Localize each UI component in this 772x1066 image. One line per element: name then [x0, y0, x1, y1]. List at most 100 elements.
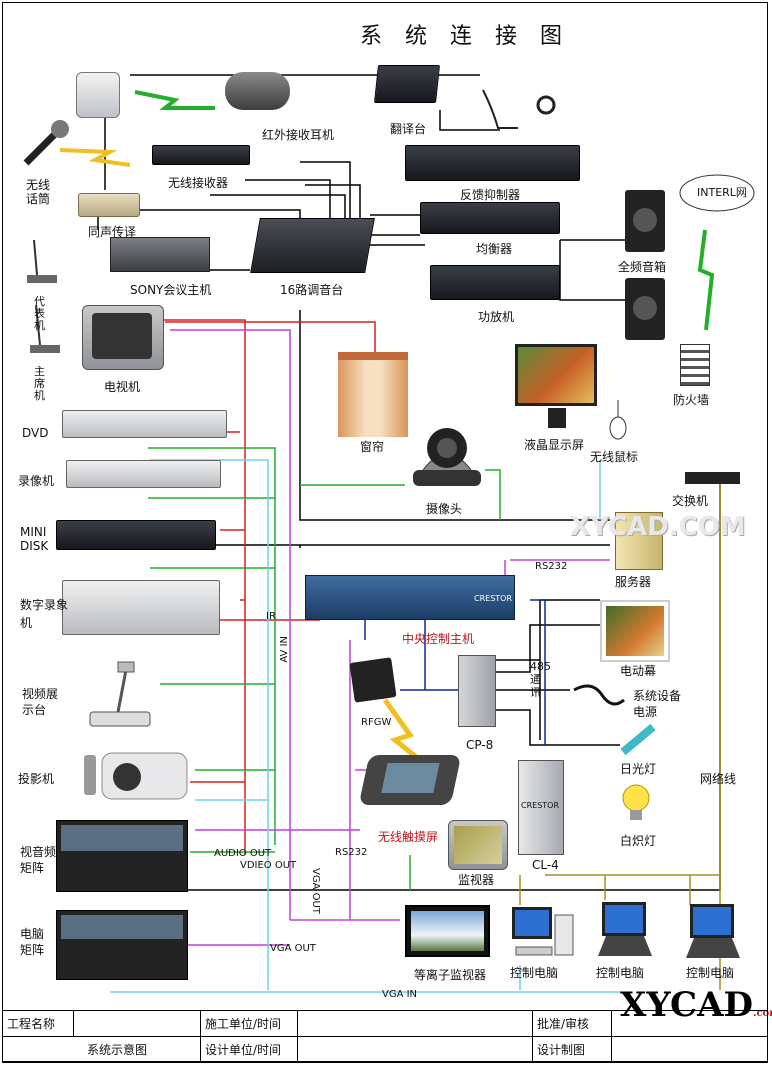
label-curtain: 窗帘 [360, 440, 385, 454]
simul-interp-device [78, 193, 140, 217]
tb-design-drawing: 设计制图 [532, 1036, 612, 1063]
label-system-power: 系统设备电源 [633, 689, 682, 719]
electric-screen-device [600, 600, 670, 662]
wire-label-audio-out: AUDIO OUT [214, 848, 272, 859]
label-tv: 电视机 [104, 380, 141, 394]
label-fluorescent: 日光灯 [620, 762, 657, 776]
wireless-receiver-device [152, 145, 250, 165]
wireless-bolt [134, 90, 215, 110]
rfgw-device [349, 657, 397, 703]
label-cl4: CL-4 [532, 858, 559, 872]
minidisk-device [56, 520, 216, 550]
wire-black [60, 544, 620, 746]
wireless-mic-icon [18, 118, 73, 168]
label-ctrl-pc-1: 控制电脑 [510, 966, 559, 980]
label-feedback-suppressor: 反馈抑制器 [460, 188, 521, 202]
wire-label-video-out: VDIEO OUT [240, 860, 297, 871]
wire-label-vga-out: VGA OUT [270, 943, 316, 954]
monitor-device [448, 820, 508, 870]
curtain-icon [338, 352, 408, 437]
wireless-bolt [382, 698, 422, 762]
wireless-bolt [59, 148, 131, 167]
label-interpreter: 翻译台 [390, 122, 427, 136]
cl4-device: CRESTOR [518, 760, 564, 855]
label-central-ctrl: 中央控制主机 [402, 632, 475, 646]
power-cable-icon [572, 680, 627, 710]
label-camera: 摄像头 [426, 502, 463, 516]
label-projector: 投影机 [18, 772, 55, 786]
camera-device [408, 418, 486, 490]
ir-earphone-device [225, 72, 290, 110]
amplifier-device [430, 265, 560, 300]
label-wireless-touch: 无线触摸屏 [378, 830, 439, 844]
internet-cloud-icon [678, 172, 756, 214]
projector-device [82, 745, 192, 805]
vcr-device [66, 460, 221, 488]
incandescent-lamp-icon [618, 782, 654, 824]
label-amplifier: 功放机 [478, 310, 515, 324]
lcd-stand [548, 408, 566, 428]
wire-green [148, 447, 501, 890]
label-equalizer: 均衡器 [476, 242, 513, 256]
label-internet: INTERL网 [697, 186, 747, 199]
tb-construction-unit: 施工单位/时间 [200, 1010, 298, 1037]
speaker-upper-icon [625, 190, 665, 252]
label-digital-vcr: 数字录象机 [20, 598, 69, 630]
label-network-line: 网络线 [700, 772, 737, 786]
ctrl-pc-laptop-2 [596, 900, 654, 960]
title-block: 工程名称 施工单位/时间 批准/审核 系统示意图 设计单位/时间 设计制图 [2, 1010, 768, 1063]
interpreter-mics-icon [478, 80, 558, 135]
wire-label-rs232-bottom: RS232 [335, 847, 368, 858]
tb-cell-empty [297, 1010, 533, 1037]
tb-project-name: 工程名称 [2, 1010, 74, 1037]
label-simul-interp: 同声传译 [88, 225, 137, 239]
tb-design-unit: 设计单位/时间 [200, 1036, 298, 1063]
sony-host-device [110, 237, 210, 272]
tv-device [82, 305, 164, 370]
label-vcr: 录像机 [18, 474, 55, 488]
ir-emitter-panel [76, 72, 120, 118]
tb-drawing-name: 系统示意图 [2, 1036, 201, 1063]
wire-olive [519, 480, 721, 990]
interpreter-console [374, 65, 440, 103]
fluorescent-lamp-icon [618, 722, 658, 758]
label-mixer: 16路调音台 [280, 283, 344, 297]
tb-approval: 批准/审核 [532, 1010, 612, 1037]
ctrl-pc-laptop-3 [684, 902, 742, 962]
diagram-title: 系 统 连 接 图 [360, 24, 570, 49]
central-control-brand: CRESTOR [474, 594, 513, 603]
label-av-matrix: 视音频矩阵 [20, 845, 57, 875]
label-incandescent: 白炽灯 [620, 834, 657, 848]
wire-label-rs232-top: RS232 [535, 561, 568, 572]
label-dvd: DVD [22, 426, 49, 440]
wire-navy [364, 599, 546, 745]
lcd-screen-device [515, 344, 597, 406]
cp8-device [458, 655, 496, 727]
wire-label-vga-in: VGA IN [382, 989, 418, 1000]
label-delegate-unit: 代表机 [34, 295, 45, 332]
label-monitor: 监视器 [458, 873, 495, 887]
label-rfgw: RFGW [361, 717, 392, 728]
label-ir-earphone: 红外接收耳机 [262, 128, 335, 142]
wire-label-av-in: AV IN [279, 636, 290, 663]
wireless-mouse-icon [608, 400, 628, 440]
equalizer-device [420, 202, 560, 234]
av-matrix-device [56, 820, 188, 892]
label-chairman-unit: 主席机 [34, 365, 45, 402]
server-device [615, 512, 663, 570]
central-control-device: CRESTOR [305, 575, 515, 620]
watermark-text: XYCAD.COM [570, 512, 746, 542]
dvd-device [62, 410, 227, 438]
speaker-lower-icon [625, 278, 665, 340]
label-cp8: CP-8 [466, 738, 494, 752]
wireless-touch-device [358, 755, 462, 805]
tb-cell-empty [611, 1036, 768, 1063]
wireless-bolt [697, 229, 715, 331]
tb-cell-empty [611, 1010, 768, 1037]
wire-cyan [110, 459, 620, 993]
label-electric-screen: 电动幕 [620, 664, 657, 678]
cl4-brand: CRESTOR [521, 801, 560, 810]
digital-vcr-device [62, 580, 220, 635]
visualizer-device [88, 660, 158, 732]
